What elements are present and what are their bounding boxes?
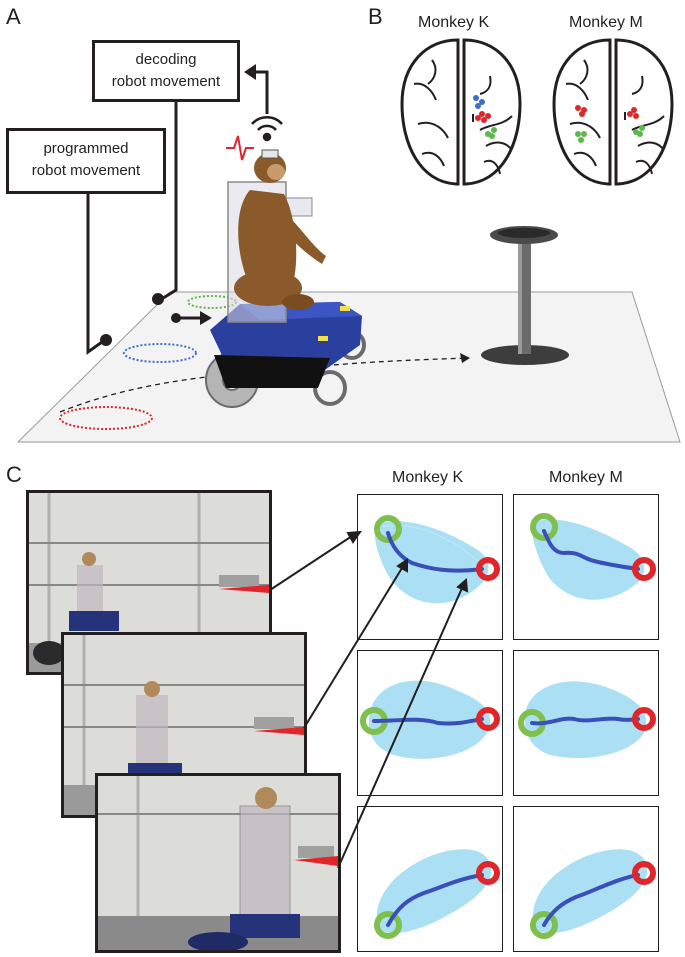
programmed-box-line2: robot movement: [31, 162, 141, 179]
feeder-base: [481, 345, 569, 365]
trace-box-m-2: [513, 650, 659, 796]
programmed-box-line1: programmed: [43, 140, 129, 157]
trace-box-k-1: [357, 494, 503, 640]
panel-b-title-monkey-k: Monkey K: [418, 14, 490, 31]
trace-box-m-3: [513, 806, 659, 952]
neural-spike-icon: [226, 135, 254, 161]
trace-path: [542, 873, 640, 927]
electrode-arrays-m: [575, 105, 645, 143]
brain-monkey-m: [552, 38, 674, 186]
panel-label-a: A: [6, 4, 21, 29]
trace-box-m-1: [513, 494, 659, 640]
trace-path: [542, 529, 640, 571]
decoding-box-line2: robot movement: [111, 73, 221, 90]
trace-path: [386, 873, 484, 927]
wireless-signal-icon: [251, 115, 283, 142]
monkey-figure: [234, 149, 326, 310]
start-zone-blue: [123, 343, 197, 363]
programmed-wire: [86, 190, 103, 355]
panel-a-scene: [16, 64, 681, 443]
decoding-box-line1: decoding: [135, 51, 197, 68]
programmed-robot-movement-box: programmed robot movement: [6, 128, 166, 194]
decoding-wire: [159, 100, 178, 302]
panel-b-title-monkey-m: Monkey M: [569, 14, 643, 31]
video-frame-1: [26, 490, 272, 675]
start-zone-red: [59, 406, 153, 430]
decoding-robot-movement-box: decoding robot movement: [92, 40, 240, 102]
panel-label-b: B: [368, 4, 383, 29]
brain-monkey-k: [400, 38, 522, 186]
trace-box-k-3: [357, 806, 503, 952]
panel-label-c: C: [6, 462, 22, 487]
panel-c-title-monkey-m: Monkey M: [549, 469, 623, 486]
trace-path: [530, 716, 640, 726]
video-frame-3: [95, 773, 341, 953]
arena-floor: [16, 291, 681, 443]
panel-c-title-monkey-k: Monkey K: [392, 469, 464, 486]
trace-box-k-2: [357, 650, 503, 796]
electrode-arrays-k: [472, 95, 497, 139]
trace-path: [386, 531, 484, 573]
